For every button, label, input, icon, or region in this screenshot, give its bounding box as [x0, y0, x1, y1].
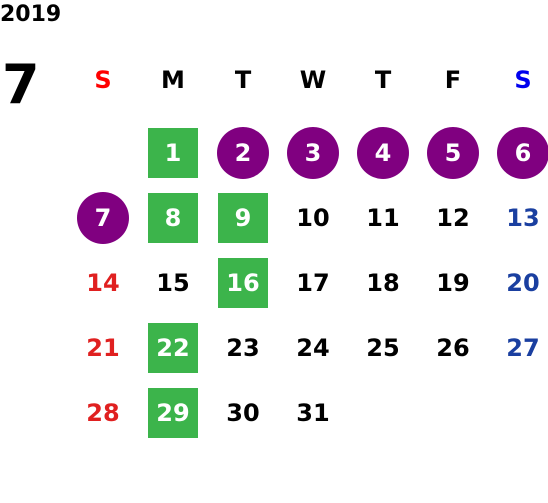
day-number: 30 [226, 398, 260, 427]
day-number-marked-green: 9 [218, 192, 268, 243]
day-cell[interactable]: 30 [208, 380, 278, 445]
day-number: 20 [506, 268, 540, 297]
day-number: 14 [86, 268, 120, 297]
day-cell[interactable]: 1 [138, 120, 208, 185]
day-number-marked-green: 1 [148, 127, 198, 178]
day-cell[interactable]: 5 [418, 120, 488, 185]
day-cell [488, 380, 548, 445]
day-cell[interactable]: 16 [208, 250, 278, 315]
year-label: 2019 [0, 2, 62, 27]
day-number: 18 [366, 268, 400, 297]
weekday-header-sat: S [514, 66, 532, 94]
day-number-marked-purple: 7 [77, 191, 129, 244]
day-cell[interactable]: 19 [418, 250, 488, 315]
day-number: 26 [436, 333, 470, 362]
day-cell [348, 380, 418, 445]
day-number: 12 [436, 203, 470, 232]
weekday-header-sun: S [94, 66, 112, 94]
day-number-marked-green: 29 [148, 387, 198, 438]
day-number-marked-green: 16 [218, 257, 268, 308]
day-number: 15 [156, 268, 190, 297]
day-number: 13 [506, 203, 540, 232]
day-cell[interactable]: 2 [208, 120, 278, 185]
day-cell[interactable]: 23 [208, 315, 278, 380]
day-cell[interactable]: 15 [138, 250, 208, 315]
day-cell[interactable]: 18 [348, 250, 418, 315]
day-number-marked-purple: 5 [427, 126, 479, 179]
day-cell[interactable]: 26 [418, 315, 488, 380]
day-cell[interactable]: 13 [488, 185, 548, 250]
weekday-header-wed: W [299, 66, 327, 94]
day-cell[interactable]: 6 [488, 120, 548, 185]
day-cell[interactable]: 11 [348, 185, 418, 250]
weekday-header-thu: T [374, 66, 392, 94]
day-number: 28 [86, 398, 120, 427]
day-cell[interactable]: 20 [488, 250, 548, 315]
day-number-marked-green: 22 [148, 322, 198, 373]
weekday-header-fri: F [444, 66, 462, 94]
day-cell[interactable]: 9 [208, 185, 278, 250]
day-cell[interactable]: 4 [348, 120, 418, 185]
day-number-marked-purple: 6 [497, 126, 548, 179]
day-cell[interactable]: 28 [68, 380, 138, 445]
day-number: 17 [296, 268, 330, 297]
day-number: 27 [506, 333, 540, 362]
day-cell[interactable]: 12 [418, 185, 488, 250]
month-number: 7 [2, 53, 40, 116]
day-number: 23 [226, 333, 260, 362]
day-number-marked-purple: 2 [217, 126, 269, 179]
day-number: 24 [296, 333, 330, 362]
day-cell[interactable]: 25 [348, 315, 418, 380]
day-number: 11 [366, 203, 400, 232]
day-cell[interactable]: 29 [138, 380, 208, 445]
day-number: 19 [436, 268, 470, 297]
day-cell[interactable]: 8 [138, 185, 208, 250]
day-cell[interactable]: 3 [278, 120, 348, 185]
day-cell [418, 380, 488, 445]
day-cell[interactable]: 10 [278, 185, 348, 250]
day-cell[interactable]: 17 [278, 250, 348, 315]
weekday-header-tue: T [234, 66, 252, 94]
day-number: 21 [86, 333, 120, 362]
day-number: 31 [296, 398, 330, 427]
day-cell[interactable]: 22 [138, 315, 208, 380]
day-number: 10 [296, 203, 330, 232]
day-number-marked-purple: 4 [357, 126, 409, 179]
day-cell[interactable]: 14 [68, 250, 138, 315]
day-cell [68, 120, 138, 185]
day-cell[interactable]: 21 [68, 315, 138, 380]
weekday-header-mon: M [161, 66, 185, 94]
day-cell[interactable]: 27 [488, 315, 548, 380]
day-number-marked-purple: 3 [287, 126, 339, 179]
day-number: 25 [366, 333, 400, 362]
day-cell[interactable]: 31 [278, 380, 348, 445]
day-cell[interactable]: 7 [68, 185, 138, 250]
day-number-marked-green: 8 [148, 192, 198, 243]
day-cell[interactable]: 24 [278, 315, 348, 380]
